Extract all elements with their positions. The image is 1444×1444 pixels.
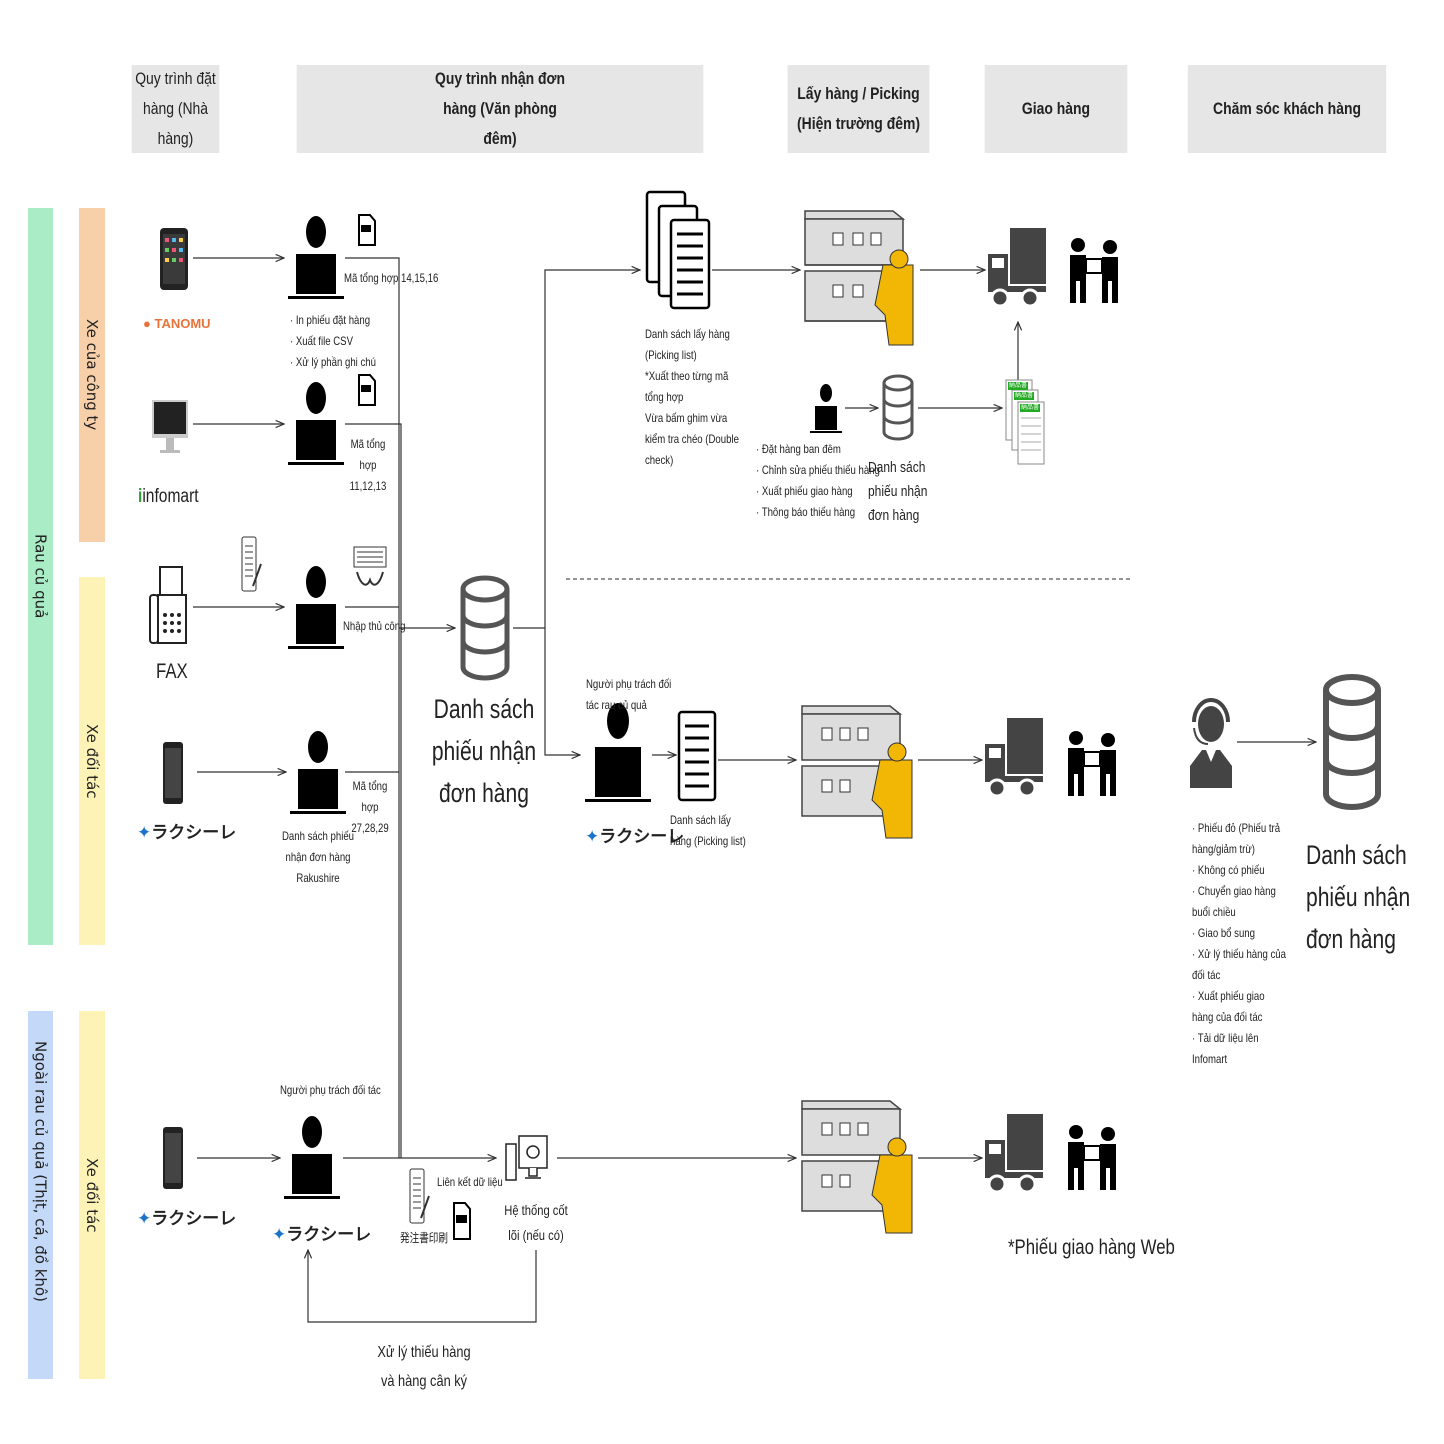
delivery-person-icon <box>1068 1125 1116 1190</box>
delivery-slip-title: 納品書 <box>1014 392 1034 400</box>
office-worker-icon <box>288 566 344 649</box>
header-delivery: Giao hàng <box>984 65 1128 153</box>
office-worker-icon <box>288 382 344 465</box>
header-order-receiving: Quy trình nhận đơn hàng (Văn phòng đêm) <box>296 65 704 153</box>
rakushire-logo: ✦ラクシーレ <box>137 1209 237 1228</box>
delivery-truck-icon <box>988 228 1046 308</box>
smartphone-icon <box>163 742 183 804</box>
infomart-logo: iinfomart <box>138 486 199 507</box>
night-tasks-list: Đặt hàng ban đêmChỉnh sửa phiếu thiếu hà… <box>756 439 880 523</box>
web-slip-label: *Phiếu giao hàng Web <box>1008 1236 1175 1259</box>
office-worker-icon <box>290 731 346 814</box>
delivery-slip-title: 納品書 <box>1008 382 1028 390</box>
partner-manager-icon <box>585 703 651 802</box>
database-icon <box>882 374 914 441</box>
night-db-label: Danh sách phiếu nhận đơn hàng <box>868 459 928 524</box>
care-db-label: Danh sách phiếu nhận đơn hàng <box>1306 840 1411 954</box>
picking-list-icon <box>645 190 711 310</box>
partner-owner-veg-label: Người phụ trách đối tác rau củ quả <box>586 677 672 712</box>
order-sheet-icon <box>409 1168 430 1224</box>
code-label-1: Mã tổng hợp 14,15,16 <box>344 271 439 285</box>
office-worker-icon <box>288 216 344 299</box>
care-tasks-list: Phiếu đỏ (Phiếu trả hàng/giảm trừ)Không … <box>1192 818 1288 1070</box>
picking-list-note: Danh sách lấy hàng(Picking list)*Xuất th… <box>645 327 739 467</box>
customer-support-headset-icon <box>1190 698 1232 788</box>
keyboard-input-icon <box>353 546 387 586</box>
band-vegetables: Rau củ quả <box>28 208 53 945</box>
fax-machine-icon <box>149 566 187 644</box>
rakushire-logo: ✦ラクシーレ <box>272 1225 372 1244</box>
partner-picking-list-label: Danh sách lấy hàng (Picking list) <box>670 813 746 848</box>
desktop-monitor-icon <box>152 400 188 453</box>
core-system-computer-icon <box>505 1135 548 1181</box>
warehouse-picker-icon <box>804 210 914 346</box>
fax-label: FAX <box>156 660 188 683</box>
tanomu-logo: ● TANOMU <box>143 316 211 331</box>
csv-file-icon <box>453 1202 471 1240</box>
partner-owner-label: Người phụ trách đối tác <box>280 1083 381 1097</box>
warehouse-picker-icon <box>801 705 913 839</box>
db-label-main: Danh sách phiếu nhận đơn hàng <box>431 694 537 808</box>
delivery-person-icon <box>1068 731 1116 796</box>
header-customer-care: Chăm sóc khách hàng <box>1187 65 1387 153</box>
rakushire-logo: ✦ラクシーレ <box>585 827 685 846</box>
band-partner-truck: Xe đối tác <box>79 577 105 945</box>
band-company-truck: Xe của công ty <box>79 208 105 542</box>
band-partner-truck-2: Xe đối tác <box>79 1011 105 1379</box>
code-label-2: Mã tổng hợp 11,12,13 <box>349 437 387 493</box>
delivery-truck-icon <box>985 718 1043 798</box>
order-sheet-icon <box>241 536 262 592</box>
delivery-truck-icon <box>985 1114 1043 1194</box>
picking-list-icon <box>677 710 717 802</box>
delivery-person-icon <box>1070 238 1118 303</box>
partner-manager-icon <box>284 1116 340 1199</box>
database-icon <box>1323 674 1381 810</box>
warehouse-picker-icon <box>801 1100 913 1234</box>
code-label-3: Mã tổng hợp 27,28,29 <box>351 779 389 835</box>
data-link-label: Liên kết dữ liệu <box>437 1175 503 1189</box>
tasks-list-1: In phiếu đặt hàngXuất file CSVXử lý phần… <box>290 310 376 373</box>
header-ordering: Quy trình đặt hàng (Nhà hàng) <box>131 65 220 153</box>
night-staff-icon <box>810 384 842 433</box>
rakushire-logo: ✦ラクシーレ <box>137 823 237 842</box>
shortage-label: Xử lý thiếu hàng và hàng cân ký <box>377 1344 471 1390</box>
core-system-label: Hệ thống cốt lõi (nếu có) <box>504 1202 568 1243</box>
smartphone-icon <box>160 228 188 290</box>
header-picking: Lấy hàng / Picking (Hiện trường đêm) <box>787 65 930 153</box>
csv-file-icon <box>358 214 376 246</box>
rakushire-list-label: Danh sách phiếu nhận đơn hàng Rakushire <box>281 829 355 885</box>
csv-file-icon <box>358 374 376 406</box>
order-print-label: 発注書印刷 <box>400 1231 449 1245</box>
database-icon <box>460 575 510 681</box>
smartphone-icon <box>163 1127 183 1189</box>
band-non-vegetables: Ngoài rau củ quả (Thịt, cá, đồ khô) <box>28 1011 53 1379</box>
manual-input-label: Nhập thủ công <box>343 619 406 633</box>
delivery-slip-title: 納品書 <box>1020 404 1040 412</box>
